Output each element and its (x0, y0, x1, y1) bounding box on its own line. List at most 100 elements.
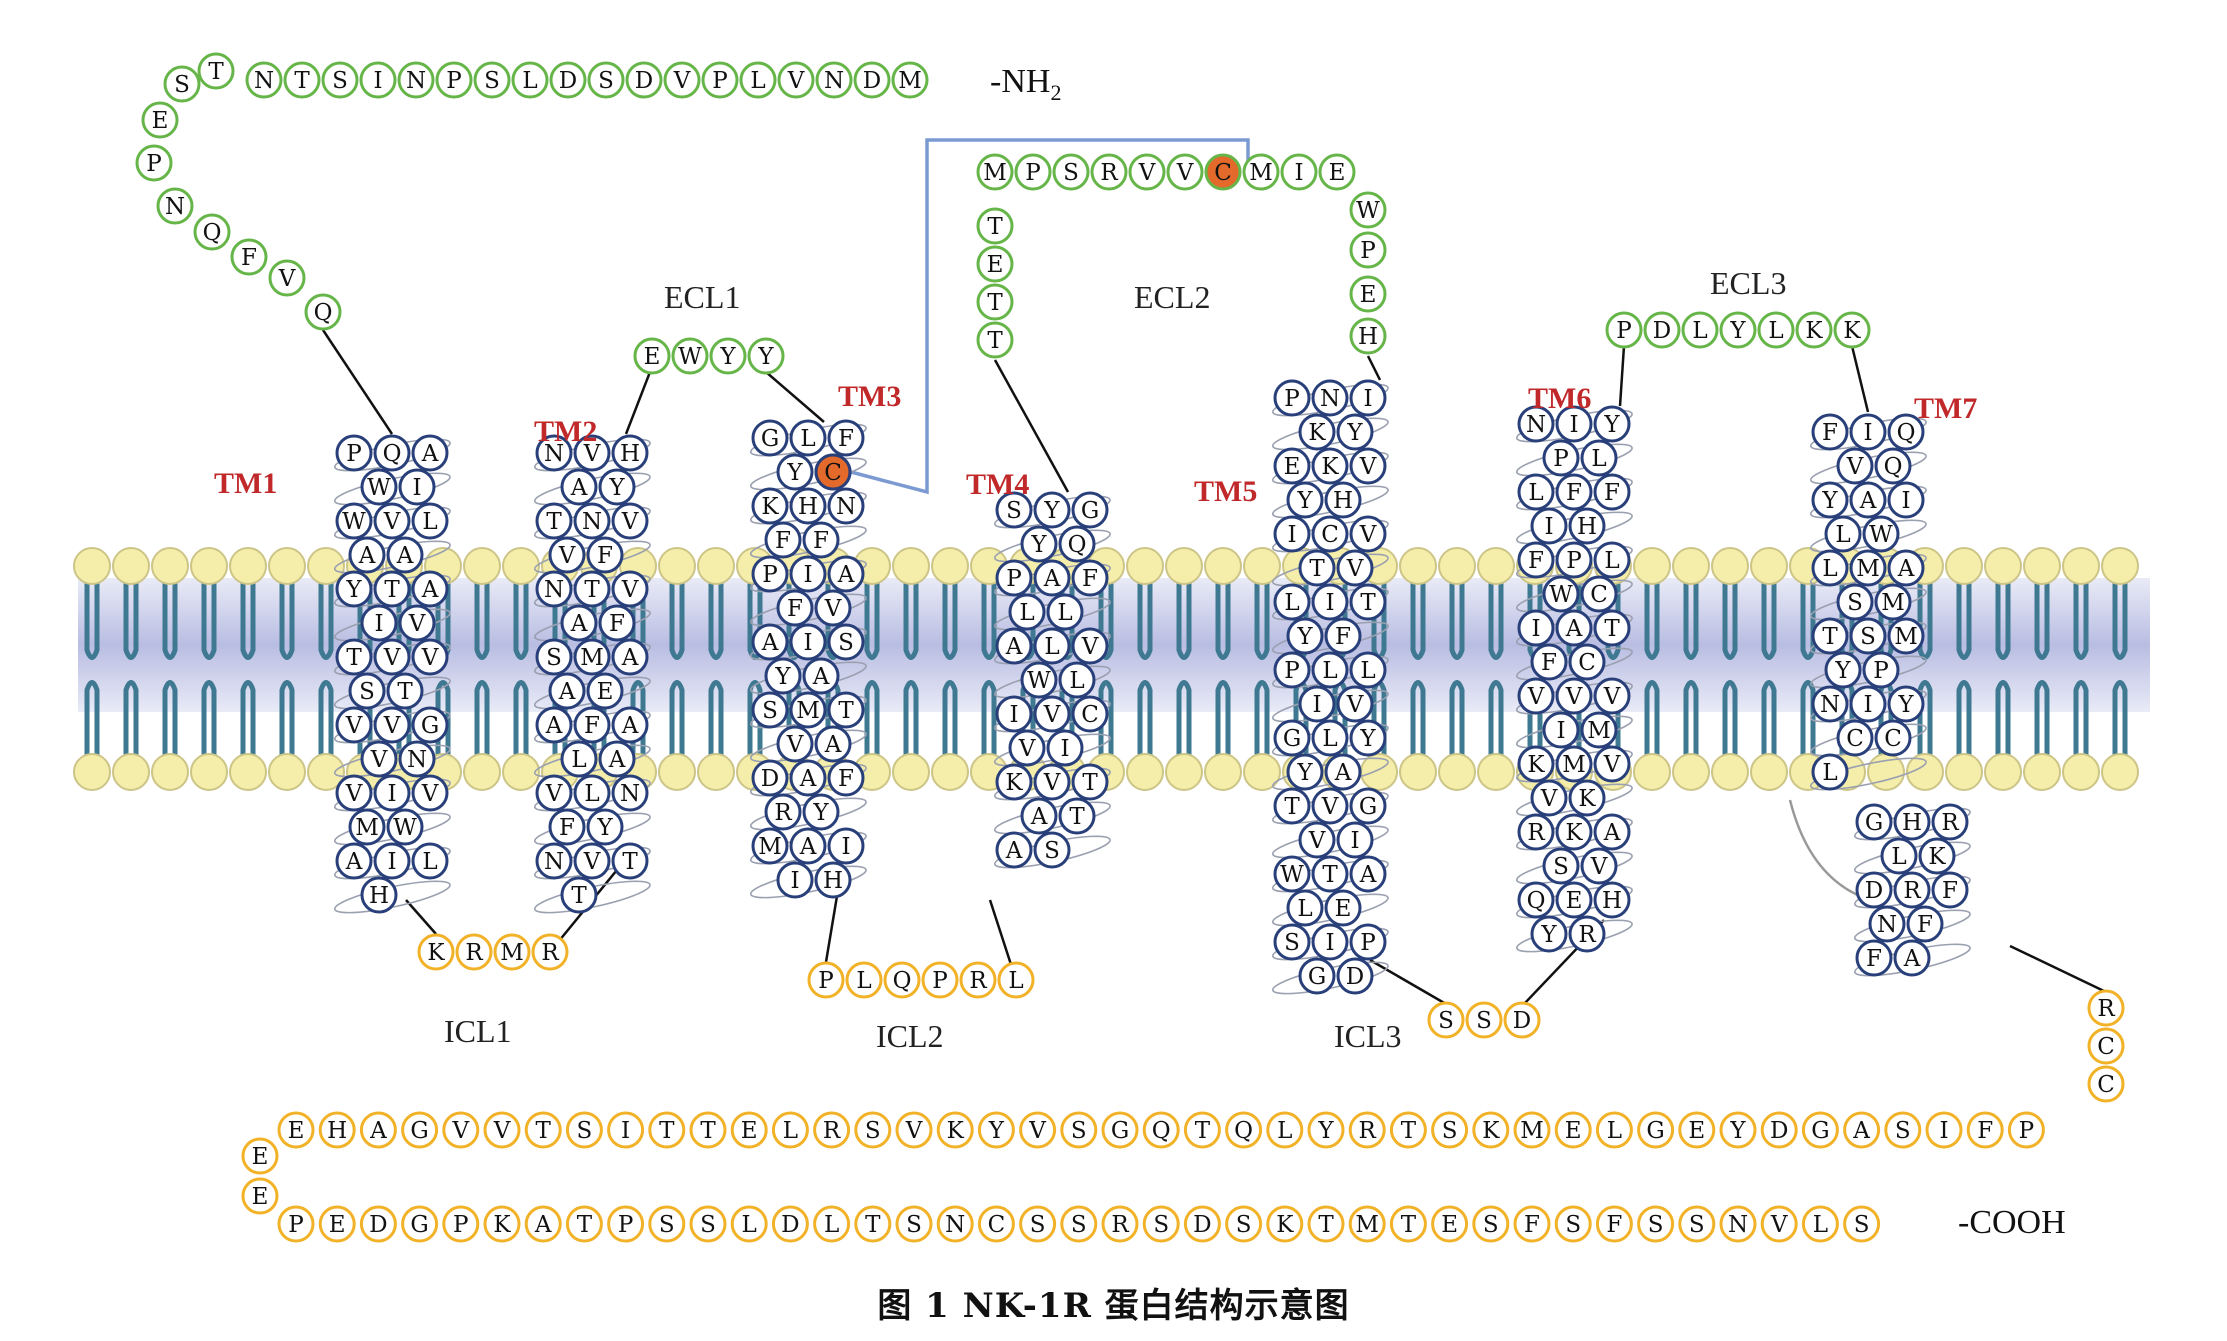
tm4-residue: T (1071, 763, 1109, 801)
residue-letter: V (621, 509, 639, 535)
residue-letter: F (813, 528, 829, 554)
residue-letter: S (1284, 930, 1300, 956)
tm6-residue: I (1530, 507, 1568, 545)
residue-circle (141, 101, 179, 139)
residue-letter: P (446, 68, 461, 94)
residue-circle (1286, 481, 1324, 519)
lipid-head (697, 753, 735, 791)
residue-letter: R (1941, 810, 1959, 836)
residue-circle (411, 638, 449, 676)
lipid-head (1672, 547, 1710, 585)
residue-letter: S (359, 679, 375, 705)
tm6-label: TM6 (1528, 382, 1591, 415)
residue-letter: A (1005, 634, 1023, 660)
residue-circle (560, 468, 598, 506)
residue-circle (1020, 525, 1058, 563)
residue-letter: E (741, 1118, 758, 1144)
residue-circle (1719, 1111, 1757, 1149)
icl2-residue: P (921, 961, 959, 999)
residue-circle (1071, 695, 1109, 733)
residue-circle (1517, 813, 1555, 851)
tm7-residue: I (1849, 685, 1887, 723)
ecl3-residue: L (1757, 311, 1795, 349)
residue-letter: E (1284, 454, 1301, 480)
lipid-tail (240, 680, 256, 763)
c-term-residue: S (895, 1205, 933, 1243)
lipid-tail (84, 575, 100, 660)
lipid-head (2062, 547, 2100, 585)
residue-circle (1517, 609, 1555, 647)
residue-circle (1060, 1205, 1098, 1243)
residue-letter: K (1527, 752, 1545, 778)
residue-letter: L (1591, 446, 1606, 472)
tm6-residue: M (1580, 711, 1618, 749)
c-term-residue: S (1225, 1205, 1263, 1243)
tm6-residue: L (1593, 541, 1631, 579)
residue-letter: V (545, 781, 563, 807)
residue-circle (524, 1111, 562, 1149)
residue-letter: F (597, 543, 613, 569)
residue-letter: K (1843, 318, 1861, 344)
residue-circle (535, 570, 573, 608)
residue-letter: T (294, 68, 310, 94)
tm3-residue: F (827, 759, 865, 797)
tm2-residue: V (573, 842, 611, 880)
residue-circle (359, 1205, 397, 1243)
tm5-residue: N (1311, 379, 1349, 417)
residue-circle (1811, 481, 1849, 519)
residue-circle (1046, 729, 1084, 767)
residue-circle (611, 706, 649, 744)
lipid-head (1438, 547, 1476, 585)
tm2-residue: A (548, 672, 586, 710)
tm6-residue: F (1530, 643, 1568, 681)
tm5-residue: T (1349, 583, 1387, 621)
residue-letter: Y (1897, 692, 1914, 718)
residue-circle (548, 808, 586, 846)
tm4-residue: C (1071, 695, 1109, 733)
tm7-residue: L (1811, 753, 1849, 791)
residue-circle (1465, 1001, 1503, 1039)
residue-letter: G (421, 713, 439, 739)
residue-circle (587, 61, 625, 99)
residue-letter: P (1025, 160, 1040, 186)
residue-letter: W (367, 475, 391, 501)
c-term-residue: E (730, 1111, 768, 1149)
residue-letter: P (453, 1212, 468, 1238)
tm6-residue: R (1568, 915, 1606, 953)
tm7-residue: Q (1887, 413, 1925, 451)
lipid-tail (2034, 680, 2050, 763)
residue-letter: R (1100, 160, 1118, 186)
residue-circle (1020, 661, 1058, 699)
residue-letter: A (1852, 1118, 1870, 1144)
residue-letter: D (1865, 878, 1883, 904)
tm1-residue: H (360, 876, 398, 914)
tm3-residue: I (789, 555, 827, 593)
residue-circle (1517, 405, 1555, 443)
ecl3-residue: K (1795, 311, 1833, 349)
residue-circle (1349, 651, 1387, 689)
residue-circle (1849, 685, 1887, 723)
residue-letter: G (1081, 498, 1099, 524)
residue-circle (995, 491, 1033, 529)
residue-circle (789, 759, 827, 797)
c-term-residue: S (689, 1205, 727, 1243)
residue-letter: I (1544, 514, 1553, 540)
residue-letter: V (1603, 684, 1621, 710)
tm7-residue: W (1862, 515, 1900, 553)
residue-letter: A (558, 679, 576, 705)
residue-letter: C (1884, 726, 1902, 752)
residue-letter: T (1360, 590, 1376, 616)
tm5-residue: V (1311, 787, 1349, 825)
residue-letter: E (1566, 888, 1583, 914)
lipid-tail (981, 680, 997, 763)
lipid-tail (1098, 680, 1114, 763)
residue-circle (360, 740, 398, 778)
tm7-residue: Y (1811, 481, 1849, 519)
tm2-residue: N (573, 502, 611, 540)
lipid-head (892, 547, 930, 585)
tm2-residue: A (560, 604, 598, 642)
ecl2-residue: S (1052, 153, 1090, 191)
ecl2-residue: I (1280, 153, 1318, 191)
residue-circle (959, 961, 997, 999)
residue-circle (1101, 1205, 1139, 1243)
